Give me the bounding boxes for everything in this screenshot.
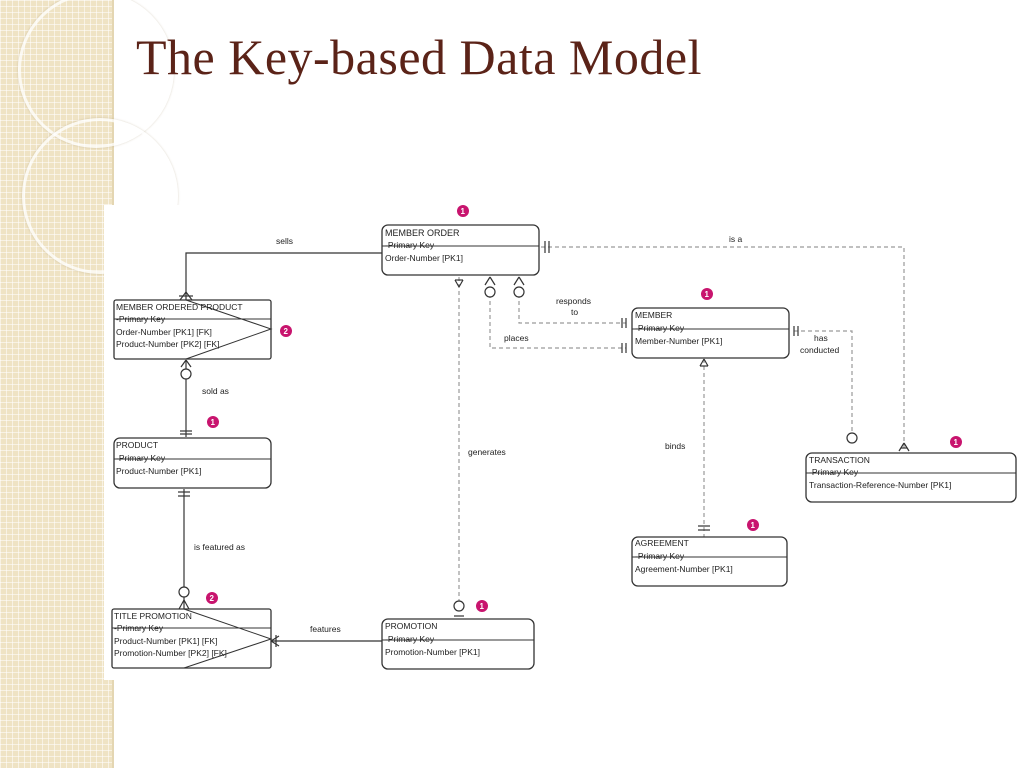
has-conducted-line (794, 330, 853, 435)
label-sells: sells (276, 236, 293, 246)
badge-number: 1 (480, 602, 485, 611)
entity-product: PRODUCT -Primary Key Product-Number [PK1… (113, 416, 272, 489)
is-a-line (541, 246, 905, 451)
entity-title-promotion: TITLE PROMOTION -Primary Key Product-Num… (111, 592, 273, 669)
attribute-2: Product-Number [PK2] [FK] (116, 339, 219, 349)
entity-promotion: PROMOTION -Primary Key Promotion-Number … (381, 600, 535, 670)
badge-number: 1 (751, 521, 756, 530)
label-is-featured-as: is featured as (194, 542, 245, 552)
sold-as-zero-mark (180, 368, 192, 380)
er-diagram: MEMBER ORDER -Primary Key Order-Number [… (104, 205, 1024, 680)
responds-to-line (518, 287, 626, 324)
entity-member-ordered-product: MEMBER ORDERED PRODUCT -Primary Key Orde… (113, 299, 292, 360)
label-generates: generates (468, 447, 506, 457)
badge-number: 1 (211, 418, 216, 427)
badge-1-icon (476, 600, 488, 612)
attribute: Agreement-Number [PK1] (635, 564, 733, 574)
decorative-ring-bottom (22, 118, 178, 274)
label-conducted: conducted (800, 345, 839, 355)
badge-1-icon (950, 436, 962, 448)
primary-key-label: -Primary Key (809, 467, 859, 477)
label-sold-as: sold as (202, 386, 229, 396)
cardinality-marks (453, 241, 910, 617)
label-places: places (504, 333, 529, 343)
label-responds: responds (556, 296, 591, 306)
dashed-relationship-lines (458, 246, 905, 601)
badge-1-icon (207, 416, 219, 428)
entity-name: MEMBER (635, 310, 672, 320)
featured-zero-mark (178, 586, 190, 598)
badge-2-icon (280, 325, 292, 337)
attribute: Order-Number [PK1] (385, 253, 463, 263)
sells-line (185, 252, 384, 300)
entity-name: TRANSACTION (809, 455, 870, 465)
attribute-1: Product-Number [PK1] [FK] (114, 636, 217, 646)
relationship-labels: sells is a responds to places has conduc… (194, 234, 839, 634)
primary-key-label: -Primary Key (116, 453, 166, 463)
entity-member: MEMBER -Primary Key Member-Number [PK1] … (631, 288, 790, 359)
badge-1-icon (701, 288, 713, 300)
entity-transaction: TRANSACTION -Primary Key Transaction-Ref… (805, 436, 1017, 503)
solid-relationship-lines (178, 252, 384, 647)
attribute: Promotion-Number [PK1] (385, 647, 480, 657)
badge-number: 2 (210, 594, 215, 603)
primary-key-label: -Primary Key (385, 240, 435, 250)
badge-2-icon (206, 592, 218, 604)
badge-1-icon (457, 205, 469, 217)
badge-number: 1 (461, 207, 466, 216)
badge-1-icon (747, 519, 759, 531)
entity-name: PRODUCT (116, 440, 158, 450)
er-diagram-svg: MEMBER ORDER -Primary Key Order-Number [… (111, 205, 1017, 670)
badge-number: 1 (705, 290, 710, 299)
label-is-a: is a (729, 234, 743, 244)
entity-name: AGREEMENT (635, 538, 689, 548)
label-has: has (814, 333, 828, 343)
entity-name: MEMBER ORDER (385, 228, 460, 238)
label-features: features (310, 624, 341, 634)
slide-title: The Key-based Data Model (136, 29, 702, 85)
primary-key-label: -Primary Key (116, 314, 166, 324)
badge-number: 2 (284, 327, 289, 336)
label-to: to (571, 307, 578, 317)
entity-agreement: AGREEMENT -Primary Key Agreement-Number … (631, 519, 788, 587)
primary-key-label: -Primary Key (635, 323, 685, 333)
attribute: Member-Number [PK1] (635, 336, 722, 346)
primary-key-label: -Primary Key (114, 623, 164, 633)
label-binds: binds (665, 441, 685, 451)
attribute: Product-Number [PK1] (116, 466, 202, 476)
attribute: Transaction-Reference-Number [PK1] (809, 480, 951, 490)
primary-key-label: -Primary Key (635, 551, 685, 561)
entity-member-order: MEMBER ORDER -Primary Key Order-Number [… (381, 205, 540, 276)
attribute-1: Order-Number [PK1] [FK] (116, 327, 212, 337)
attribute-2: Promotion-Number [PK2] [FK] (114, 648, 227, 658)
primary-key-label: -Primary Key (385, 634, 435, 644)
badge-number: 1 (954, 438, 959, 447)
entity-name: TITLE PROMOTION (114, 611, 192, 621)
entity-name: PROMOTION (385, 621, 437, 631)
entity-name: MEMBER ORDERED PRODUCT (116, 302, 243, 312)
